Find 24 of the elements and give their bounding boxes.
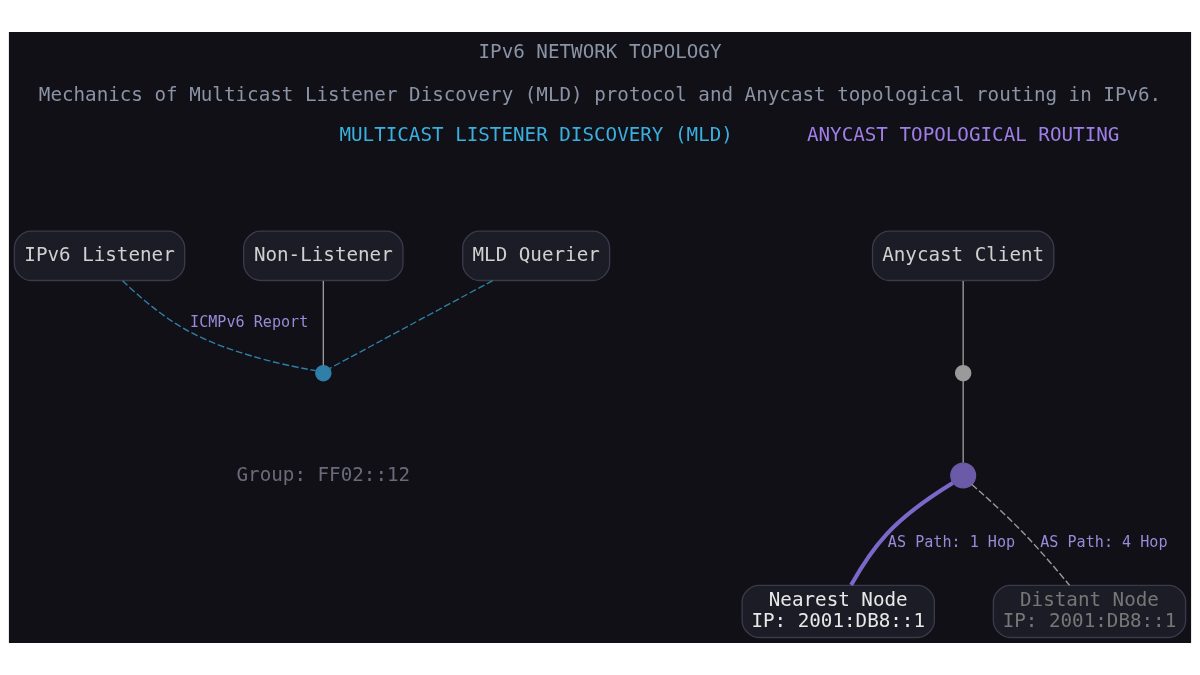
label: MULTICAST LISTENER DISCOVERY (MLD) bbox=[339, 123, 733, 147]
node-box: Anycast Client bbox=[871, 230, 1055, 282]
diagram-title: IPv6 NETWORK TOPOLOGY bbox=[478, 40, 722, 64]
edge-label: AS Path: 4 Hop bbox=[1040, 532, 1168, 551]
node-circle bbox=[954, 364, 972, 382]
connector bbox=[962, 280, 964, 367]
connector bbox=[971, 483, 1071, 586]
label: ANYCAST TOPOLOGICAL ROUTING bbox=[806, 123, 1120, 147]
connector bbox=[329, 279, 494, 369]
edge-label: AS Path: 1 Hop bbox=[887, 532, 1016, 551]
edge-label: ICMPv6 Report bbox=[190, 312, 309, 331]
connector bbox=[849, 481, 954, 587]
connector bbox=[121, 280, 317, 372]
connector bbox=[322, 280, 324, 367]
label: Group: FF02::12 bbox=[236, 462, 411, 486]
node-box: Non-Listener bbox=[243, 230, 404, 282]
node-box: IPv6 Listener bbox=[13, 230, 186, 282]
node-box: MLD Querier bbox=[462, 230, 611, 282]
connector bbox=[962, 380, 964, 464]
node-box: Distant Node IP: 2001:DB8::1 bbox=[992, 584, 1187, 639]
node-circle bbox=[315, 364, 332, 382]
node-circle bbox=[950, 462, 977, 489]
node-box: Nearest Node IP: 2001:DB8::1 bbox=[741, 584, 935, 639]
caption: Mechanics of Multicast Listener Discovery (MLD) protocol and Anycast topological routing in IPv6. bbox=[38, 82, 1162, 106]
